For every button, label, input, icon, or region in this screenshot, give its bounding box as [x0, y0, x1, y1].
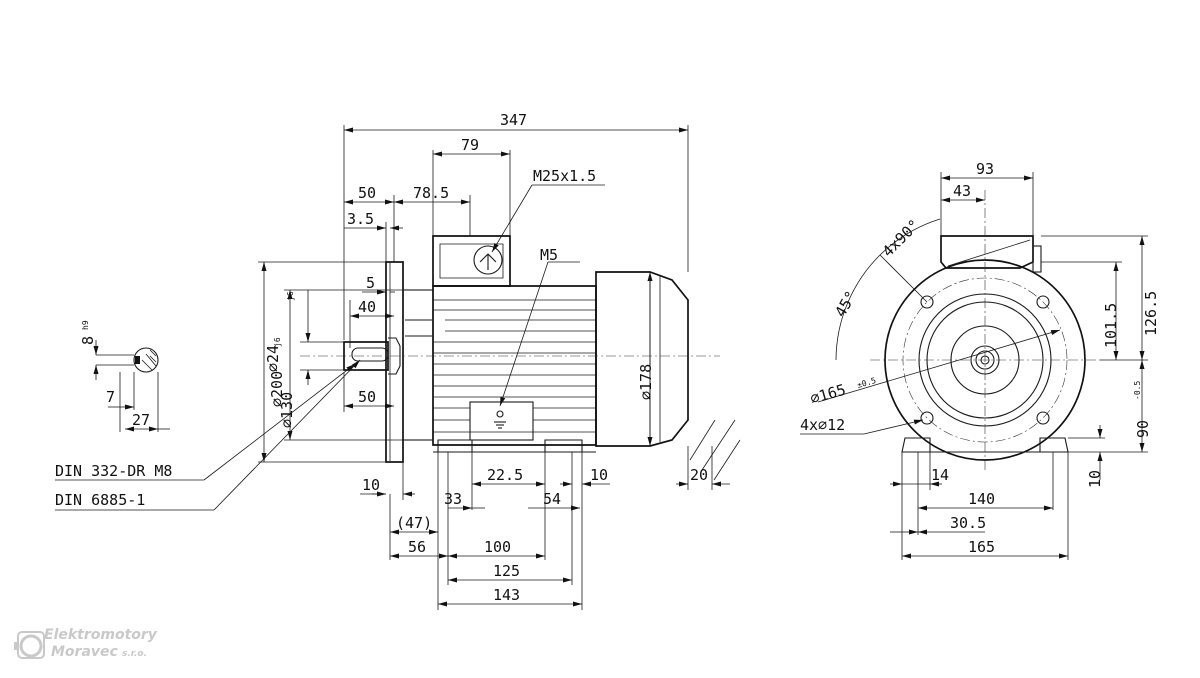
- dim-foot-offset: 22.5: [487, 466, 523, 484]
- side-view: 347 79 M25x1.5 50 78.5 3.5 M5 5 40: [55, 111, 741, 610]
- dim-flange-to-box: 78.5: [413, 184, 449, 202]
- note-center-hole: DIN 332-DR M8: [55, 462, 172, 480]
- logo-line2: Moravec: [51, 644, 119, 660]
- shaft-key: [351, 347, 389, 362]
- motor-logo-icon: [14, 631, 45, 659]
- shaft-section: 8 h9 7 27: [79, 320, 170, 432]
- dim-shaft-to-foot: 56: [408, 538, 426, 556]
- note-key-standard: DIN 6885-1: [55, 491, 145, 509]
- dim-foot-inner: 33: [444, 490, 462, 508]
- dim-hole-angle: 4x90°: [879, 216, 924, 261]
- gland-thread-label: M25x1.5: [533, 167, 596, 185]
- shaft-section-circle: [133, 347, 159, 373]
- dim-foot-overall: 143: [493, 586, 520, 604]
- dim-overall-height: 126.5: [1142, 291, 1160, 336]
- dim-key-length: 40: [358, 298, 376, 316]
- dim-flange-thickness: 3.5: [347, 210, 374, 228]
- cable-gland: [473, 245, 503, 275]
- company-logo: Elektromotory Moravec s.r.o.: [14, 627, 158, 660]
- dim-shaft-dia-tol: j6: [286, 291, 295, 301]
- dim-axis-height-tol: -0.5: [1133, 381, 1142, 400]
- foot-front: [437, 439, 473, 453]
- key-width-label: 8: [79, 336, 97, 345]
- dim-shaft-height: 20: [690, 466, 708, 484]
- keyway-mark: [135, 356, 140, 364]
- dim-foot-thickness: 10: [1086, 470, 1104, 488]
- dim-foot-height: 10: [590, 466, 608, 484]
- bolt-hole: [1036, 411, 1050, 425]
- dim-foot-hole-pitch: 100: [484, 538, 511, 556]
- dim-frame-dia: ⌀178: [637, 364, 655, 400]
- bolt-hole: [920, 295, 934, 309]
- dim-flange-dia: ⌀200: [268, 371, 286, 407]
- dim-foot-slot: 30.5: [950, 514, 986, 532]
- dim-overall-length: 347: [500, 111, 527, 129]
- front-terminal-box: [940, 235, 1034, 269]
- dim-foot-width: 54: [543, 490, 561, 508]
- dim-spigot-depth: 5: [366, 274, 375, 292]
- foot-rear: [544, 439, 583, 453]
- dim-foot-hole-pitch-front: 140: [968, 490, 995, 508]
- dim-flange-gap: 10: [362, 476, 380, 494]
- dim-pcd: ⌀165: [808, 381, 848, 408]
- flange-spigot: [402, 289, 434, 441]
- key-width-tol: h9: [81, 320, 90, 330]
- dim-shaft-length-top: 50: [358, 184, 376, 202]
- dim-foot-hole-pitch2: 125: [493, 562, 520, 580]
- dim-box-offset: 43: [953, 182, 971, 200]
- dim-holes: 4x⌀12: [800, 416, 845, 434]
- dim-shaft-dia: ⌀24: [264, 345, 282, 372]
- key-height-label: 27: [132, 411, 150, 429]
- earth-screw-label: M5: [540, 246, 558, 264]
- dim-foot-width-front: 165: [968, 538, 995, 556]
- fan-cover: [595, 271, 689, 447]
- key-depth-label: 7: [106, 388, 115, 406]
- terminal-box: [432, 235, 511, 287]
- dim-shaft-length-bottom: 50: [358, 388, 376, 406]
- logo-line2-suffix: s.r.o.: [122, 649, 147, 659]
- bolt-hole: [920, 411, 934, 425]
- dim-box-height: 101.5: [1102, 303, 1120, 348]
- dim-spigot-dia-tol: j6: [273, 337, 282, 347]
- dim-shaft-shoulder: (47): [396, 514, 432, 532]
- logo-line1: Elektromotory: [44, 627, 158, 643]
- dim-axis-height: 90: [1134, 420, 1152, 438]
- dim-box-width-front: 93: [976, 160, 994, 178]
- dim-spigot-dia: ⌀130: [278, 392, 296, 428]
- dim-box-width: 79: [461, 136, 479, 154]
- dim-foot-hole: 14: [931, 466, 949, 484]
- earth-plate: [469, 401, 534, 441]
- dim-hole-angle-offset: 45°: [831, 288, 860, 320]
- front-view: 93 43 4x90° 45° ⌀165 ±0.5 4x⌀12 101.5 12…: [800, 160, 1160, 560]
- bolt-hole: [1036, 295, 1050, 309]
